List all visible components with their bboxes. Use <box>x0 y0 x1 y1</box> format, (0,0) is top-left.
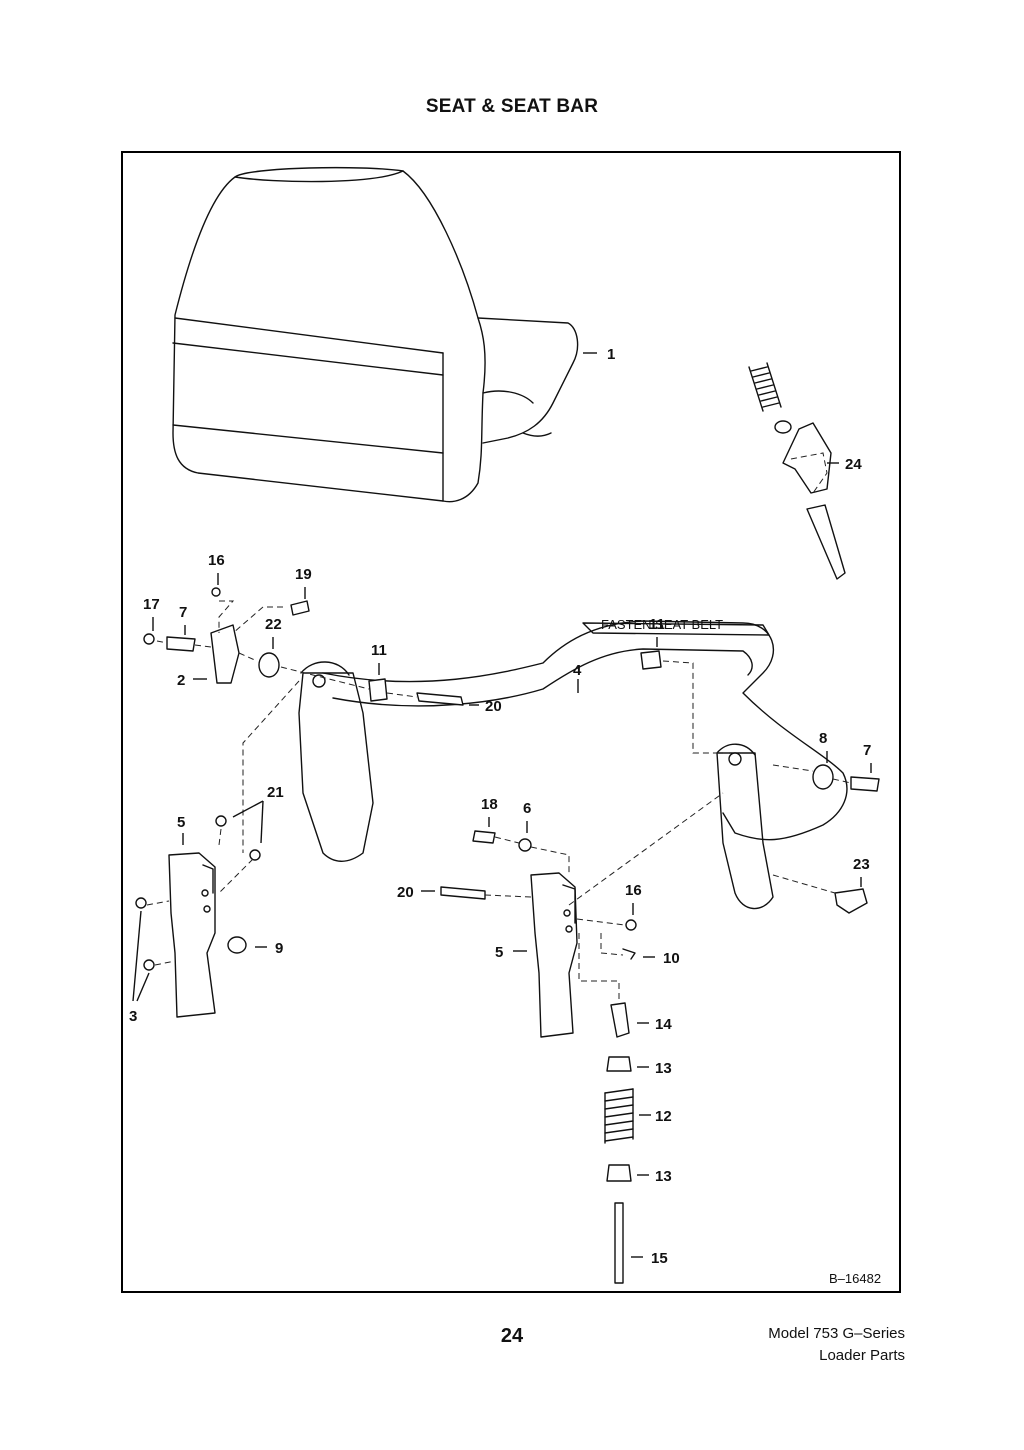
spring-seat-part-13-upper <box>606 1056 632 1072</box>
callout-14: 14 <box>655 1016 672 1033</box>
callout-16-lower: 16 <box>625 882 642 899</box>
clip-part-10 <box>622 948 636 960</box>
clevis-part-14 <box>610 1002 630 1038</box>
plug-part-9 <box>227 936 247 954</box>
callout-9: 9 <box>275 940 283 957</box>
nut-part-17 <box>143 633 155 645</box>
spring-part-12 <box>604 1088 634 1144</box>
callout-17: 17 <box>143 596 160 613</box>
seat-part-1 <box>172 166 579 503</box>
callout-20-upper: 20 <box>485 698 502 715</box>
bushing-part-22 <box>258 652 280 678</box>
callout-10: 10 <box>663 950 680 967</box>
callout-15: 15 <box>651 1250 668 1267</box>
callout-21: 21 <box>267 784 284 801</box>
bolt-part-20-upper <box>416 692 464 706</box>
rod-part-15 <box>614 1202 624 1284</box>
callout-22: 22 <box>265 616 282 633</box>
callout-6: 6 <box>523 800 531 817</box>
footer: Model 753 G–Series Loader Parts <box>768 1323 905 1367</box>
pivot-bracket-part-2 <box>210 624 240 684</box>
seat-bar-latch-part-24 <box>748 362 846 580</box>
bolt-part-18 <box>472 830 496 844</box>
bushing-part-6 <box>518 838 532 852</box>
callout-11-left: 11 <box>371 642 387 659</box>
callout-20-lower: 20 <box>397 884 414 901</box>
callout-7-left: 7 <box>179 604 187 621</box>
callout-18: 18 <box>481 796 498 813</box>
mount-bracket-part-5-left <box>168 852 216 1018</box>
callout-3: 3 <box>129 1008 137 1025</box>
nut-part-16 <box>211 587 221 597</box>
parts-diagram: 1 24 FASTEN SEAT BELT 4 16 19 17 <box>129 166 881 1286</box>
bolt-part-19 <box>290 600 310 616</box>
nut-part-3-upper <box>135 897 147 909</box>
bushing-part-7-right <box>850 776 880 792</box>
callout-8: 8 <box>819 730 827 747</box>
parts-diagram-frame: 1 24 FASTEN SEAT BELT 4 16 19 17 <box>121 151 901 1293</box>
callout-7-right: 7 <box>863 742 871 759</box>
callout-4: 4 <box>573 662 582 679</box>
callout-16-upper: 16 <box>208 552 225 569</box>
callout-24: 24 <box>845 456 862 473</box>
callout-2: 2 <box>177 672 185 689</box>
page-title: SEAT & SEAT BAR <box>425 96 599 117</box>
mount-bracket-part-5-center <box>530 872 578 1038</box>
callout-19: 19 <box>295 566 312 583</box>
bushing-part-7-left <box>166 636 196 652</box>
bolt-part-21-upper <box>215 815 227 827</box>
callout-12: 12 <box>655 1108 672 1125</box>
footer-model: Model 753 G–Series <box>768 1325 905 1342</box>
belt-decal-text: FASTEN SEAT BELT <box>601 617 723 632</box>
bushing-part-11-right <box>640 650 662 670</box>
callout-13-lower: 13 <box>655 1168 672 1185</box>
nut-part-3-lower <box>143 959 155 971</box>
bushing-part-11-left <box>368 678 388 702</box>
footer-subtitle: Loader Parts <box>819 1347 905 1364</box>
callout-23: 23 <box>853 856 870 873</box>
figure-number: B–16482 <box>829 1271 881 1286</box>
spring-seat-part-13-lower <box>606 1164 632 1182</box>
bolt-part-21-lower <box>249 849 261 861</box>
seat-bar-part-4: FASTEN SEAT BELT <box>298 617 848 910</box>
page-number: 24 <box>500 1325 524 1347</box>
bolt-part-20-lower <box>440 886 486 900</box>
callout-5-center: 5 <box>495 944 503 961</box>
bushing-part-8 <box>812 764 834 790</box>
callout-1: 1 <box>607 346 615 363</box>
nut-part-16-lower <box>625 919 637 931</box>
bumper-part-23 <box>834 888 868 914</box>
callout-13-upper: 13 <box>655 1060 672 1077</box>
callout-5-left: 5 <box>177 814 185 831</box>
callout-11-right: 11 <box>649 616 665 633</box>
